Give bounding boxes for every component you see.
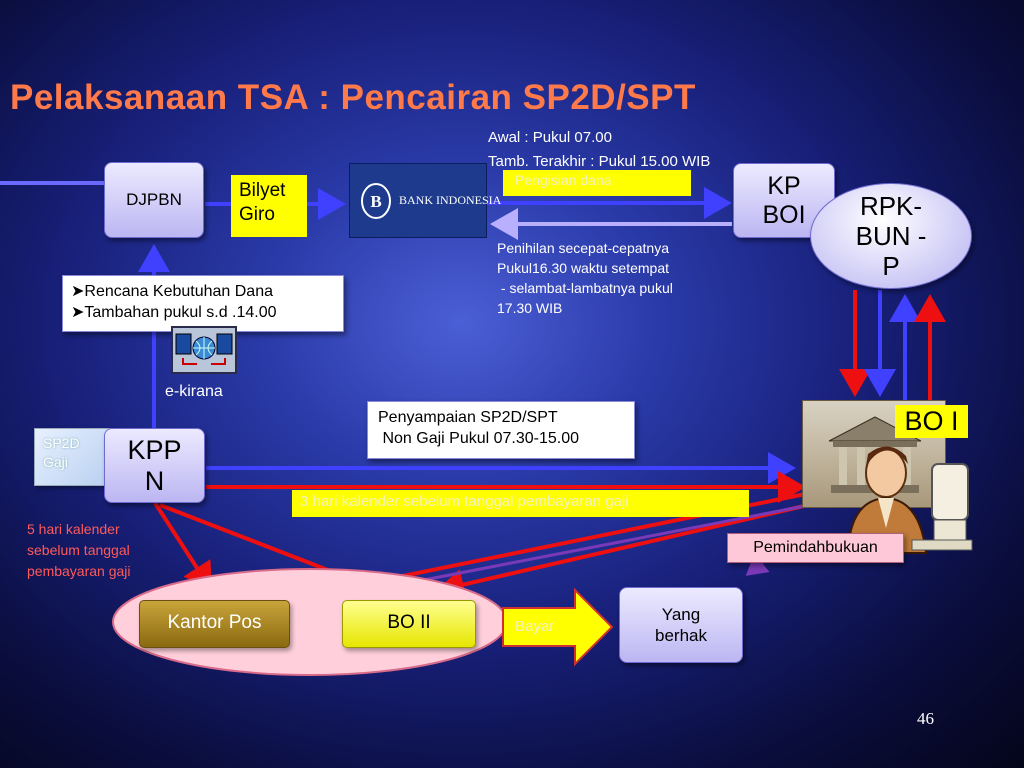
bullet-arrow-icon: ➤ bbox=[71, 283, 85, 300]
yang-berhak-box: Yang berhak bbox=[619, 587, 743, 663]
penyampaian-line1: Penyampaian SP2D/SPT bbox=[378, 409, 558, 426]
yang-berhak-line1: Yang bbox=[661, 605, 701, 624]
sp2d-gaji-document: SP2D Gaji bbox=[34, 428, 112, 486]
svg-text:B: B bbox=[370, 192, 381, 211]
bullet-arrow-icon: ➤ bbox=[71, 304, 85, 321]
pengisian-dana-text: Pengisian dana bbox=[515, 172, 612, 188]
arrow-kppn-to-kantorpos bbox=[153, 501, 213, 592]
penihilan-line1: Penihilan secepat-cepatnya bbox=[497, 240, 670, 256]
kantor-pos-box: Kantor Pos bbox=[139, 600, 290, 648]
penyampaian-line2: Non Gaji Pukul 07.30-15.00 bbox=[378, 430, 580, 447]
rencana-item-1: ➤Rencana Kebutuhan Dana bbox=[71, 281, 335, 302]
penihilan-line2: Pukul16.30 waktu setempat bbox=[497, 260, 669, 276]
rpk-bun-p-ellipse: RPK- BUN - P bbox=[810, 183, 972, 289]
bo-ii-label: BO II bbox=[387, 612, 431, 633]
bo-i-label: BO I bbox=[904, 406, 959, 436]
rpk-line1: RPK- bbox=[859, 191, 923, 221]
penihilan-note: Penihilan secepat-cepatnya Pukul16.30 wa… bbox=[497, 238, 673, 318]
tiga-hari-text: 3 hari kalender sebelum tanggal pembayar… bbox=[300, 493, 629, 510]
lima-hari-note: 5 hari kalender sebelum tanggal pembayar… bbox=[27, 519, 131, 582]
tamb-label: Tamb. Terakhir : Pukul 15.00 WIB bbox=[488, 153, 711, 170]
e-kirana-label: e-kirana bbox=[165, 383, 223, 400]
bayar-label: Bayar bbox=[515, 618, 555, 635]
bank-indonesia-logo: B BANK INDONESIA bbox=[349, 163, 501, 238]
kppn-box: KPP N bbox=[104, 428, 205, 503]
rencana-item-2-text: Tambahan pukul s.d .14.00 bbox=[84, 304, 277, 321]
lima-hari-line1: 5 hari kalender bbox=[27, 521, 120, 537]
djpbn-label: DJPBN bbox=[126, 190, 182, 209]
bank-indonesia-emblem-icon: B bbox=[361, 182, 391, 219]
kp-boi-line1: KP bbox=[767, 171, 801, 200]
awal-label: Awal : Pukul 07.00 bbox=[488, 129, 612, 146]
tiga-hari-label: 3 hari kalender sebelum tanggal pembayar… bbox=[292, 490, 749, 517]
bo-i-label-box: BO I bbox=[895, 405, 968, 438]
pengisian-dana-label: Pengisian dana bbox=[503, 170, 691, 196]
djpbn-box: DJPBN bbox=[104, 162, 204, 238]
pemindahbukuan-label: Pemindahbukuan bbox=[753, 539, 878, 556]
rpk-line2: BUN - bbox=[855, 221, 927, 251]
yang-berhak-line2: berhak bbox=[655, 626, 707, 645]
sp2d-gaji-line1: SP2D bbox=[43, 435, 80, 451]
pemindahbukuan-box: Pemindahbukuan bbox=[727, 533, 904, 563]
network-computers-icon bbox=[175, 333, 233, 365]
bank-indonesia-text: BANK INDONESIA bbox=[399, 193, 502, 207]
kppn-line1: KPP bbox=[127, 434, 182, 465]
penihilan-line4: 17.30 WIB bbox=[497, 300, 563, 316]
rencana-item-1-text: Rencana Kebutuhan Dana bbox=[84, 283, 273, 300]
bo-ii-box: BO II bbox=[342, 600, 476, 648]
kppn-line2: N bbox=[144, 465, 165, 496]
penyampaian-box: Penyampaian SP2D/SPT Non Gaji Pukul 07.3… bbox=[367, 401, 635, 459]
sp2d-gaji-line2: Gaji bbox=[43, 454, 68, 470]
penihilan-line3: - selambat-lambatnya pukul bbox=[497, 280, 673, 296]
lima-hari-line2: sebelum tanggal bbox=[27, 542, 130, 558]
rpk-line3: P bbox=[882, 251, 900, 281]
lima-hari-line3: pembayaran gaji bbox=[27, 563, 131, 579]
rencana-item-2: ➤Tambahan pukul s.d .14.00 bbox=[71, 302, 335, 323]
page-number: 46 bbox=[917, 709, 934, 728]
bilyet-giro-line2: Giro bbox=[239, 204, 275, 225]
bayar-arrow-shape bbox=[502, 587, 614, 667]
slide-title: Pelaksanaan TSA : Pencairan SP2D/SPT bbox=[10, 78, 696, 117]
rencana-box: ➤Rencana Kebutuhan Dana ➤Tambahan pukul … bbox=[62, 275, 344, 332]
kantor-pos-label: Kantor Pos bbox=[167, 612, 262, 633]
e-kirana-icon bbox=[171, 326, 237, 374]
kp-boi-line2: BOI bbox=[762, 200, 806, 229]
bilyet-giro-line1: Bilyet bbox=[239, 180, 286, 201]
bilyet-giro-box: Bilyet Giro bbox=[231, 175, 307, 237]
